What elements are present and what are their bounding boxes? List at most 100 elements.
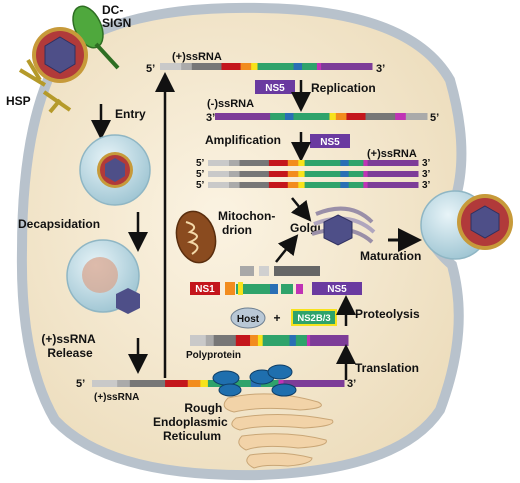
- genome-segment: [287, 171, 299, 177]
- genome-segment: [229, 160, 240, 166]
- mitochondrion: [175, 210, 217, 264]
- genome-segment: [335, 113, 347, 120]
- plus-ssrna-top-label: (+)ssRNA: [172, 51, 222, 63]
- entry-label: Entry: [115, 107, 146, 121]
- genome-segment: [367, 182, 419, 188]
- ns1-label: NS1: [195, 284, 215, 295]
- endosome-vesicle: [79, 134, 151, 206]
- genome-segment: [340, 171, 350, 177]
- genome-segment: [181, 63, 193, 70]
- plus-ssrna-amp-label: (+)ssRNA: [367, 148, 417, 160]
- genome-segment: [165, 380, 189, 387]
- ns5-product-box: [312, 282, 362, 295]
- polyprotein-to-golgi-arrow: [275, 234, 299, 263]
- genome-segment: [367, 171, 419, 177]
- three-prime-top: 3’: [376, 63, 385, 75]
- product-gray-1: [240, 266, 254, 276]
- genome-segment: [129, 380, 166, 387]
- fusion-vesicle: [66, 239, 140, 314]
- genome-segment: [363, 182, 369, 188]
- rer-label: Rough Endoplasmic Reticulum: [153, 401, 231, 443]
- genome-segment: [289, 335, 297, 346]
- genome-segment: [405, 113, 428, 120]
- ns2b3-box: [291, 309, 337, 326]
- genome-segment: [239, 182, 270, 188]
- ribosomes: [212, 364, 297, 397]
- three-prime-amp-1: 3’: [422, 158, 431, 169]
- genome-segment: [268, 171, 289, 177]
- genome-segment: [200, 380, 209, 387]
- genome-segment: [295, 335, 308, 346]
- genome-segment: [268, 182, 289, 188]
- proteolysis-label: Proteolysis: [355, 307, 420, 321]
- genome-segment: [340, 182, 350, 188]
- genome-segment: [260, 380, 279, 387]
- product-gray-2: [259, 266, 269, 276]
- three-prime-amp-3: 3’: [422, 180, 431, 191]
- dc-sign-label: DC- SIGN: [102, 3, 131, 30]
- product-yellow: [238, 282, 243, 295]
- genome-segment: [304, 171, 341, 177]
- genome-segment: [268, 160, 289, 166]
- ns5-replication-box: [255, 80, 295, 94]
- ns5-replication-label: NS5: [265, 83, 285, 94]
- genome-segment: [213, 335, 237, 346]
- genome-segment: [287, 160, 299, 166]
- genome-segment: [346, 113, 367, 120]
- genome-plus-amp-2: [208, 171, 419, 177]
- five-prime-amp-2: 5’: [196, 169, 205, 180]
- genome-segment: [208, 171, 230, 177]
- genome-segment: [348, 171, 364, 177]
- genome-segment: [306, 335, 311, 346]
- genome-segment: [229, 182, 240, 188]
- genome-segment: [239, 160, 270, 166]
- genome-segment: [257, 335, 264, 346]
- genome-segment: [298, 160, 306, 166]
- rough-endoplasmic-reticulum: [223, 393, 334, 469]
- genome-segment: [316, 63, 322, 70]
- hsp-receptor: [18, 58, 72, 114]
- genome-segment: [251, 63, 259, 70]
- genome-segment: [160, 63, 182, 70]
- golgi-label: Golgi: [290, 221, 321, 235]
- five-prime-minus: 5’: [430, 112, 439, 124]
- genome-segment: [208, 182, 230, 188]
- genome-segment: [367, 160, 419, 166]
- genome-segment: [365, 113, 396, 120]
- plus-ssrna-bottom-label: (+)ssRNA: [94, 392, 139, 403]
- genome-segment: [239, 171, 270, 177]
- release-label: (+)ssRNA Release: [41, 332, 98, 360]
- genome-segment: [221, 63, 242, 70]
- genome-plus-amp-1: [208, 160, 419, 166]
- genome-segment: [329, 113, 337, 120]
- incoming-virion: [32, 27, 88, 83]
- mitochondrion-label: Mitochon- drion: [218, 209, 279, 237]
- five-prime-amp-3: 5’: [196, 180, 205, 191]
- polyprotein-bar: [190, 335, 349, 346]
- golgi-apparatus: [311, 206, 376, 246]
- decapsidation-label: Decapsidation: [18, 217, 100, 231]
- five-prime-bottom: 5’: [76, 378, 85, 390]
- product-orange: [225, 282, 235, 295]
- genome-segment: [117, 380, 131, 387]
- genome-segment: [287, 182, 299, 188]
- genome-segment: [298, 171, 306, 177]
- genome-segment: [304, 160, 341, 166]
- genome-segment: [395, 113, 407, 120]
- genome-segment: [270, 113, 286, 120]
- five-prime-amp-1: 5’: [196, 158, 205, 169]
- amplification-label: Amplification: [205, 133, 281, 147]
- five-prime-top: 5’: [146, 63, 155, 75]
- genome-segment: [321, 63, 373, 70]
- genome-segment: [191, 63, 222, 70]
- genome-segment: [304, 182, 341, 188]
- to-golgi-arrow: [290, 197, 312, 222]
- product-green-2: [281, 284, 293, 294]
- ns1-box: [190, 282, 220, 295]
- genome-segment: [229, 171, 240, 177]
- genome-segment: [235, 335, 251, 346]
- genome-segment: [278, 380, 285, 387]
- genome-segment: [190, 335, 207, 346]
- genome-segment: [250, 335, 259, 346]
- genome-segment: [363, 160, 369, 166]
